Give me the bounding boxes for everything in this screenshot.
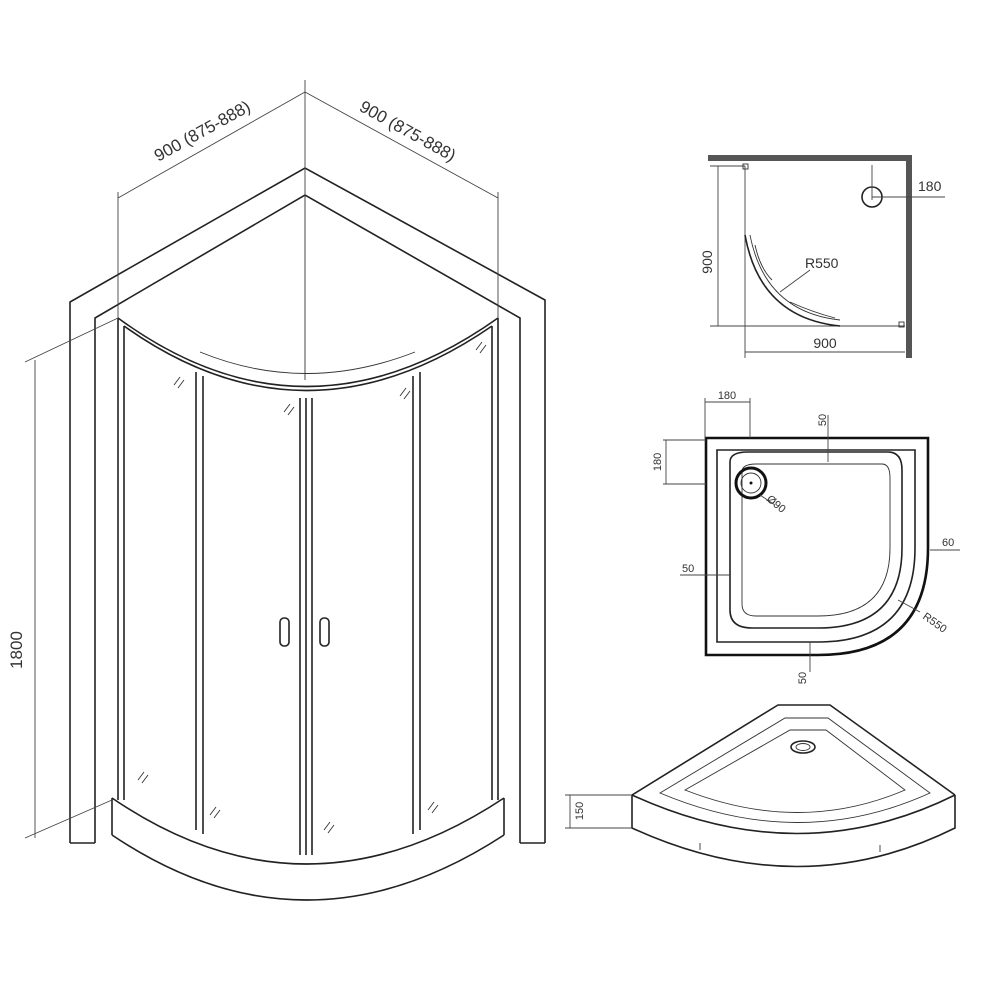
enclosure-tray	[111, 797, 505, 901]
width-right-label: 900 (875-888)	[356, 97, 459, 165]
drain-diameter-label: Ø90	[764, 493, 788, 516]
enclosure-plan: 900 900 R550 180	[699, 155, 945, 358]
tray-plan: 180 180 50 50 60 R550 50 Ø90	[652, 390, 960, 684]
rim-left-label: 50	[682, 563, 694, 575]
plan-depth-label: 900	[699, 250, 715, 274]
plan-width-label: 900	[813, 335, 837, 351]
width-left-label: 900 (875-888)	[151, 97, 254, 165]
plan-drain-offset-label: 180	[918, 178, 942, 194]
plan-radius-label: R550	[805, 255, 839, 271]
right-door-handle[interactable]	[319, 617, 330, 647]
rim-top-label: 50	[817, 414, 829, 426]
tray-height-label: 150	[574, 802, 586, 820]
tray-3d: 150	[565, 704, 956, 868]
enclosure-view: 1800 900 (875-888) 900 (875-888)	[7, 80, 546, 901]
tray-radius-label: R550	[920, 611, 948, 636]
walls	[69, 167, 546, 844]
height-dimension: 1800	[7, 317, 119, 839]
rim-curve-label: 60	[942, 537, 954, 549]
rim-bottom-label: 50	[797, 672, 809, 684]
drain-y-label: 180	[652, 453, 664, 471]
width-dimensions: 900 (875-888) 900 (875-888)	[117, 80, 499, 318]
enclosure-frame	[117, 317, 499, 855]
glass-reflections	[137, 341, 487, 834]
height-label: 1800	[7, 631, 26, 669]
left-door-handle[interactable]	[279, 617, 290, 647]
tray-drain-icon	[734, 466, 768, 500]
tray-3d-drain-icon	[790, 740, 816, 754]
drain-x-label: 180	[718, 390, 736, 402]
